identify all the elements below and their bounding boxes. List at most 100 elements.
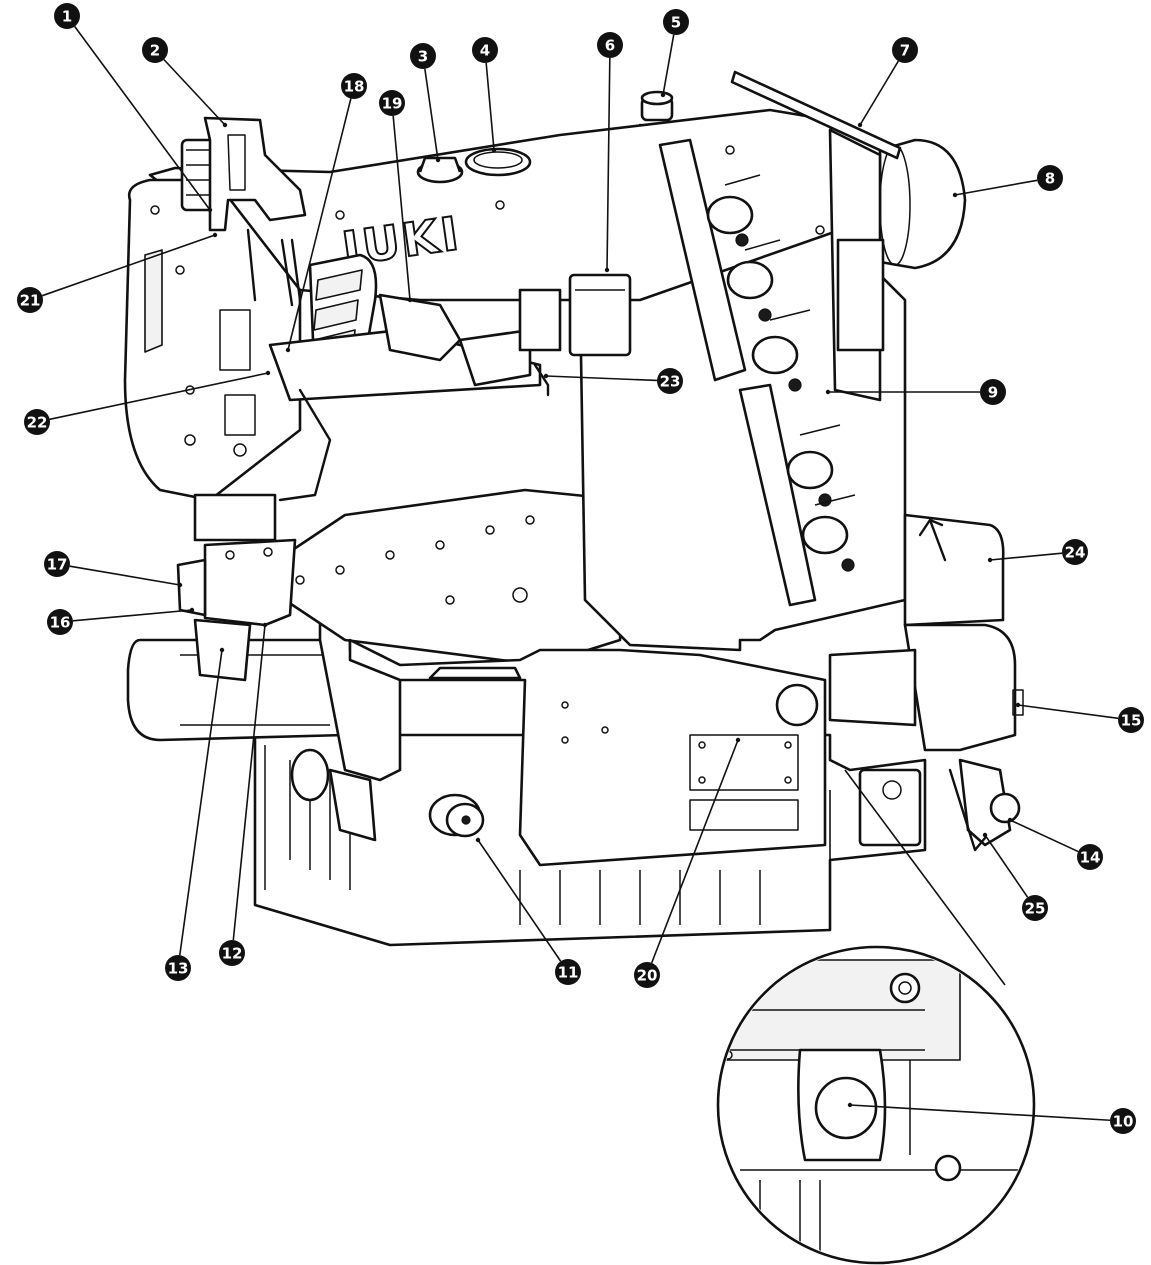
callout-leader-6 [606,57,611,271]
callout-leader-19 [392,115,411,301]
callout-23: 23 [657,368,683,394]
callout-number-3: 3 [418,48,428,66]
callout-marker-9 [980,379,1006,405]
magnifier-inset [716,769,1036,1265]
callout-marker-19 [379,90,405,116]
callout-number-8: 8 [1045,170,1055,188]
side-mechanism [828,623,1024,852]
front-cover [348,638,827,867]
callout-marker-10 [1110,1108,1136,1134]
callout-number-18: 18 [344,78,365,96]
callout-marker-14 [1077,844,1103,870]
callout-3: 3 [410,43,436,69]
callout-leader-end-5 [660,92,666,98]
thread-tension-column [658,138,856,607]
callout-marker-21 [17,287,43,313]
callout-4: 4 [472,37,498,63]
callout-18: 18 [341,73,367,99]
callout-leader-21 [41,234,216,297]
callout-leader-14 [1009,819,1079,853]
under-bed-mechanism [290,748,377,842]
callout-number-5: 5 [671,14,681,32]
callout-leader-end-8 [952,192,958,198]
callout-1: 1 [54,3,80,29]
callout-leader-end-2 [222,122,228,128]
callout-leader-23 [545,375,658,382]
callout-leader-end-18 [285,347,291,353]
callout-leader-8 [954,179,1038,196]
callout-number-2: 2 [150,42,160,60]
callout-number-9: 9 [988,384,998,402]
callout-leader-4 [485,62,495,151]
callout-number-16: 16 [50,614,71,632]
callout-number-6: 6 [605,37,615,55]
callout-number-4: 4 [480,42,490,60]
callout-19: 19 [379,90,405,116]
callout-leader-2 [163,58,226,126]
callout-5: 5 [663,9,689,35]
rear-extension [903,513,1005,627]
callout-number-1: 1 [62,8,72,26]
callout-marker-16 [47,609,73,635]
callout-leader-7 [859,60,899,126]
callout-number-22: 22 [27,414,48,432]
callout-leader-end-25 [982,832,988,838]
callout-7: 7 [892,37,918,63]
callout-leader-end-19 [407,297,413,303]
callout-leader-end-9 [825,389,831,395]
callout-leader-1 [74,25,211,211]
callout-marker-5 [663,9,689,35]
callout-leader-end-3 [435,157,441,163]
callout-11: 11 [555,959,581,985]
callout-number-24: 24 [1065,544,1086,562]
callout-number-13: 13 [168,960,189,978]
callout-leader-17 [69,565,181,586]
callout-marker-13 [165,955,191,981]
callout-leader-22 [49,372,269,421]
callout-25: 25 [1022,895,1048,921]
callout-leader-end-20 [735,737,741,743]
table-top [283,488,627,667]
machine-head [123,178,302,502]
callout-leader-24 [989,552,1063,561]
callout-17: 17 [44,551,70,577]
callout-leader-end-15 [1015,702,1021,708]
callout-22: 22 [24,409,50,435]
callout-16: 16 [47,609,73,635]
callout-marker-8 [1037,165,1063,191]
callout-number-12: 12 [222,945,243,963]
callout-leader-end-11 [475,837,481,843]
thread-stand [730,70,902,402]
callout-leader-3 [424,68,439,161]
hand-wheel [878,138,967,270]
callout-leader-15 [1017,704,1119,720]
callout-leader-25 [984,834,1029,898]
callout-leader-end-23 [543,373,549,379]
callout-14: 14 [1077,844,1103,870]
callout-24: 24 [1062,539,1088,565]
callout-number-17: 17 [47,556,68,574]
cylinder-bed [126,598,402,782]
callout-marker-7 [892,37,918,63]
callout-leader-end-10 [847,1102,853,1108]
callout-10: 10 [1110,1108,1136,1134]
callout-leader-10 [849,1104,1111,1122]
callout-15: 15 [1118,707,1144,733]
callout-leader-end-12 [262,622,268,628]
callout-marker-15 [1118,707,1144,733]
callout-leader-20 [650,739,739,964]
callout-leader-end-22 [265,370,271,376]
top-controls [416,90,674,184]
callout-6: 6 [597,32,623,58]
callout-leader-end-6 [604,267,610,273]
thread-guide-assembly [180,116,307,302]
callout-marker-12 [219,940,245,966]
callout-marker-3 [410,43,436,69]
callout-number-25: 25 [1025,900,1046,918]
callout-leader-end-13 [219,647,225,653]
callout-leader-12 [232,624,266,941]
callout-marker-1 [54,3,80,29]
callout-leader-end-7 [857,122,863,128]
